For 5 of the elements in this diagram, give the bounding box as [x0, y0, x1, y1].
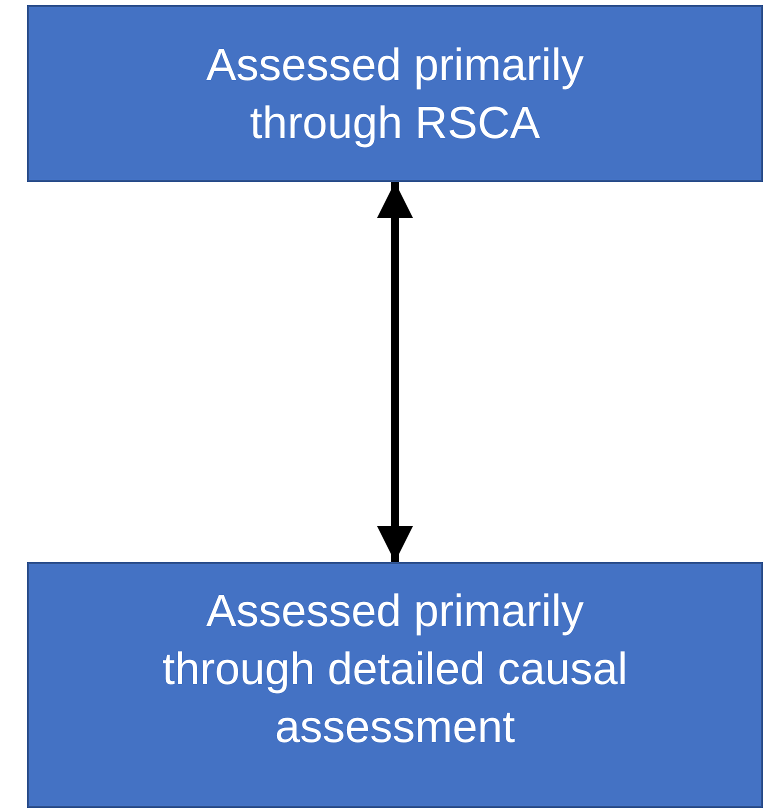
- double-arrow: [377, 182, 413, 562]
- process-box: [27, 562, 763, 808]
- box-text: Assessed primarily through RSCA: [205, 38, 585, 150]
- process-box: [27, 5, 763, 182]
- box-text: Assessed primarily through detailed causal assessment: [161, 584, 629, 754]
